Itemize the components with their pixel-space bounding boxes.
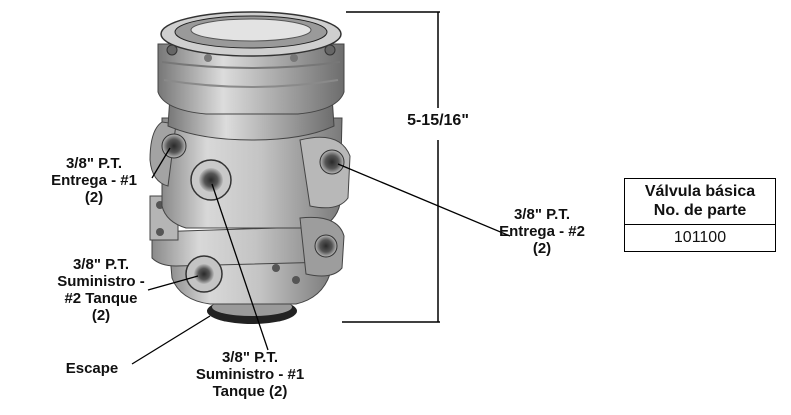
valve-illustration: [149, 11, 351, 324]
supply-2-callout: 3/8" P.T. Suministro - #2 Tanque (2): [57, 256, 145, 324]
part-number-cell: 101100: [624, 224, 776, 252]
part-table-header: Válvula básica No. de parte: [624, 178, 776, 225]
leader-lines: [131, 147, 511, 365]
supply-1-callout: 3/8" P.T. Suministro - #1 Tanque (2): [195, 349, 305, 400]
delivery-2-callout: 3/8" P.T. Entrega - #2 (2): [499, 206, 585, 257]
height-dimension: [342, 11, 440, 323]
part-table-header-line-2: No. de parte: [653, 202, 747, 219]
exhaust-callout: Escape: [65, 360, 119, 377]
part-number-table: Válvula básica No. de parte 101100: [624, 178, 776, 252]
leader-delivery-1: [151, 147, 171, 179]
height-dimension-label: 5-15/16": [407, 112, 469, 129]
leader-supply-2: [147, 275, 199, 291]
leader-supply-1: [211, 183, 269, 351]
delivery-1-callout: 3/8" P.T. Entrega - #1 (2): [51, 155, 137, 206]
leader-exhaust: [131, 315, 211, 365]
leader-delivery-2: [337, 163, 511, 237]
top-cap: [157, 43, 345, 115]
delivery-2-port: [319, 149, 345, 175]
part-table-header-line-1: Válvula básica: [644, 183, 756, 200]
